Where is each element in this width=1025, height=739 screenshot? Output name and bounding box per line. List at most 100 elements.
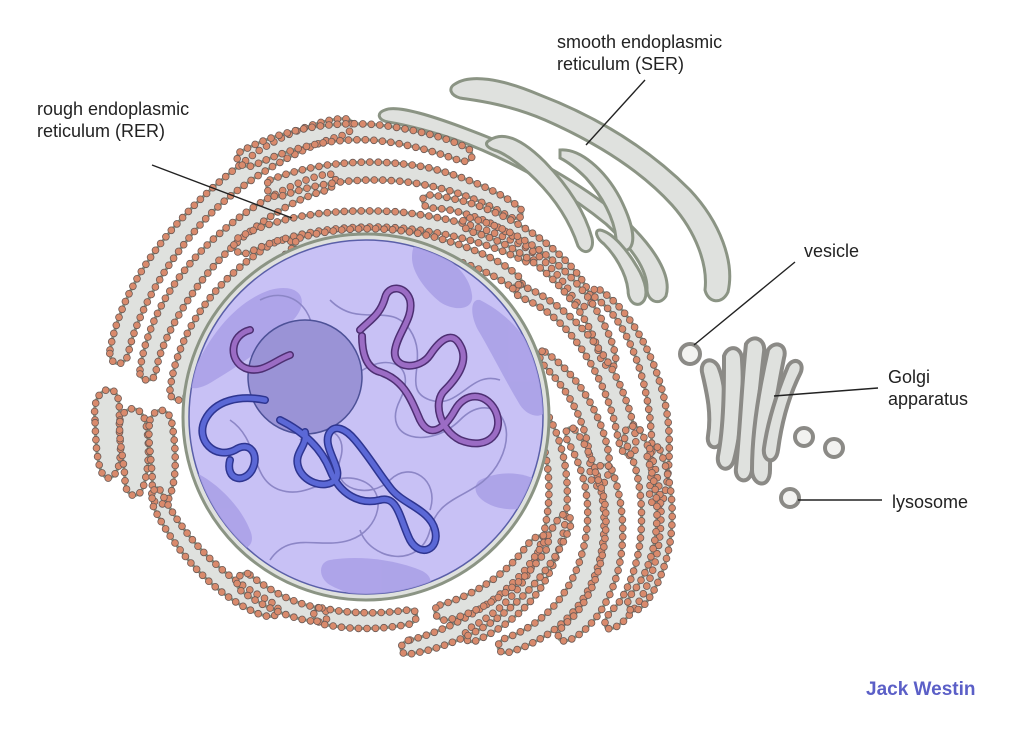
ribosome-dot — [604, 330, 613, 338]
ribosome-dot — [617, 507, 626, 516]
ribosome-dot — [264, 187, 272, 195]
ribosome-dot — [257, 223, 265, 232]
ribosome-dot — [629, 348, 638, 356]
ribosome-dot — [632, 559, 640, 567]
ribosome-dot — [336, 136, 344, 145]
ribosome-dot — [498, 247, 507, 256]
ribosome-dot — [187, 559, 195, 567]
ribosome-dot — [649, 544, 657, 553]
vesicle — [678, 342, 702, 366]
ribosome-dot — [363, 224, 371, 233]
ribosome-dot — [564, 581, 573, 590]
ribosome-dot — [501, 240, 509, 249]
ribosome-dot — [233, 154, 242, 163]
ribosome-dot — [490, 221, 499, 230]
ribosome-dot — [430, 628, 439, 637]
ribosome-dot — [91, 427, 100, 436]
ribosome-dot — [601, 500, 609, 509]
ribosome-dot — [659, 454, 667, 462]
ribosome-dot — [169, 254, 178, 263]
ribosome-dot — [531, 619, 539, 627]
ribosome-dot — [555, 250, 563, 259]
ribosome-dot — [432, 644, 441, 652]
ribosome-dot — [637, 508, 646, 517]
ribosome-dot — [125, 289, 133, 298]
ribosome-dot — [587, 455, 596, 464]
ribosome-dot — [275, 131, 283, 140]
ribosome-dot — [497, 276, 506, 285]
ribosome-dot — [361, 176, 370, 184]
ribosome-dot — [618, 325, 627, 333]
ribosome-dot — [119, 460, 128, 468]
ribosome-dot — [625, 316, 634, 324]
ribosome-dot — [635, 483, 644, 491]
ribosome-dot — [539, 531, 548, 540]
ribosome-dot — [462, 243, 471, 252]
ribosome-dot — [313, 617, 321, 625]
ribosome-dot — [343, 607, 352, 616]
ribosome-dot — [641, 388, 650, 397]
ribosome-dot — [572, 338, 581, 347]
ribosome-dot — [190, 201, 199, 210]
ribosome-dot — [532, 559, 540, 568]
ribosome-dot — [147, 455, 155, 464]
ribosome-dot — [597, 605, 606, 614]
vesicle-leader-line — [693, 261, 796, 346]
ribosome-dot — [604, 445, 612, 454]
ribosome-dot — [326, 605, 335, 614]
ribosome-dot — [475, 202, 484, 211]
ribosome-dot — [648, 468, 656, 477]
ribosome-dot — [173, 515, 181, 524]
ribosome-dot — [629, 567, 638, 575]
ribosome-dot — [265, 239, 274, 248]
ribosome-dot — [544, 537, 553, 546]
ribosome-dot — [593, 307, 601, 316]
ribosome-dot — [482, 580, 491, 588]
ribosome-dot — [111, 469, 119, 478]
ribosome-dot — [419, 194, 427, 203]
ribosome-dot — [241, 230, 250, 238]
ribosome-dot — [542, 546, 550, 554]
ribosome-dot — [416, 648, 424, 656]
ribosome-dot — [430, 233, 439, 241]
ribosome-dot — [545, 490, 553, 499]
ribosome-dot — [370, 136, 378, 145]
ribosome-dot — [559, 637, 568, 645]
ribosome-dot — [298, 615, 306, 624]
ribosome-dot — [191, 253, 200, 262]
ribosome-dot — [297, 599, 306, 608]
ribosome-dot — [620, 309, 629, 318]
ribosome-dot — [619, 590, 628, 599]
ribosome-dot — [548, 275, 557, 284]
ribosome-dot — [537, 613, 546, 622]
ribosome-dot — [273, 237, 282, 245]
ribosome-dot — [596, 421, 605, 430]
ribosome-dot — [283, 154, 292, 163]
ribosome-dot — [645, 460, 654, 469]
ribosome-dot — [465, 176, 474, 185]
ribosome-dot — [464, 609, 473, 618]
ribosome-dot — [411, 615, 420, 623]
ribosome-dot — [450, 217, 458, 225]
ribosome-dot — [569, 424, 577, 433]
ribosome-dot — [128, 491, 137, 499]
ribosome-dot — [544, 608, 552, 616]
ribosome-dot — [576, 308, 584, 316]
ribosome-dot — [649, 477, 658, 485]
ribosome-dot — [555, 545, 564, 553]
ribosome-dot — [171, 539, 179, 547]
ribosome-dot — [472, 606, 480, 614]
ribosome-dot — [646, 353, 655, 361]
ribosome-dot — [566, 443, 575, 451]
ribosome-dot — [538, 347, 546, 356]
ribosome-dot — [171, 444, 179, 453]
ribosome-dot — [465, 145, 474, 154]
ribosome-dot — [357, 158, 366, 167]
ribosome-dot — [344, 136, 353, 144]
ribosome-dot — [578, 324, 586, 333]
ribosome-dot — [228, 167, 237, 176]
ribosome-dot — [123, 353, 131, 362]
lysosome — [779, 487, 801, 509]
ribosome-dot — [428, 147, 437, 156]
ribosome-dot — [425, 164, 433, 172]
